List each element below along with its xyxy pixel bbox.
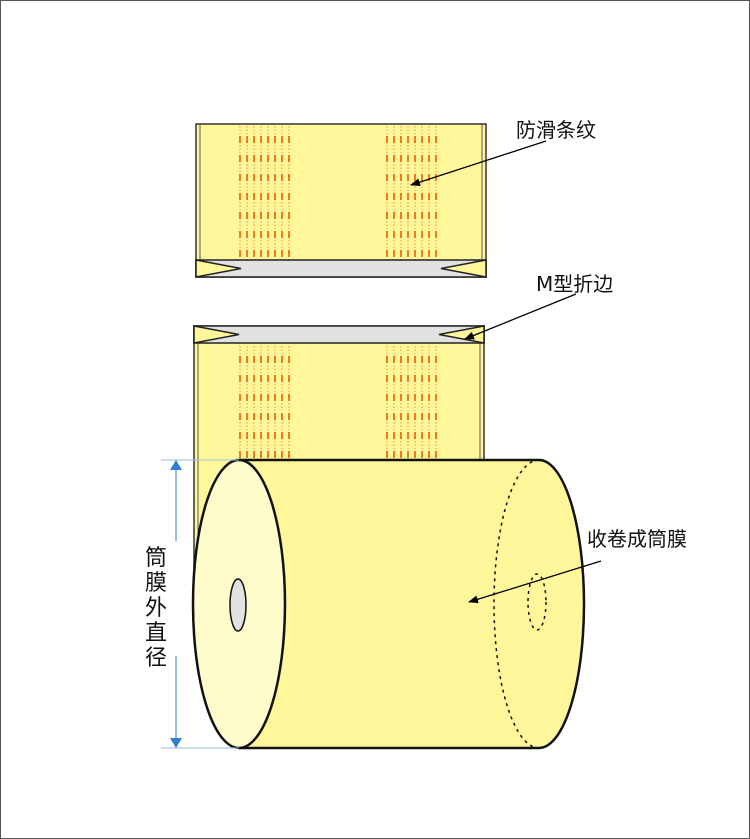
anti-slip-stripes (239, 346, 437, 461)
m-fold-band (193, 325, 485, 344)
rolled-tube-film-label: 收卷成筒膜 (587, 527, 687, 551)
m-fold-callout-arrow (464, 293, 577, 340)
anti-slip-stripes-label: 防滑条纹 (516, 118, 596, 142)
roll-core-hole (229, 578, 247, 632)
m-fold-band (195, 259, 487, 278)
tube-outer-diameter-label: 筒膜外直径 (144, 546, 167, 671)
anti-slip-stripes (239, 126, 437, 260)
m-fold-label: M型折边 (536, 272, 614, 296)
stripes-callout-arrow (410, 140, 547, 187)
film-roll (191, 458, 586, 750)
diameter-dimension (161, 459, 239, 749)
roll-callout-arrow (468, 560, 602, 604)
flat-film-panel (195, 123, 487, 278)
